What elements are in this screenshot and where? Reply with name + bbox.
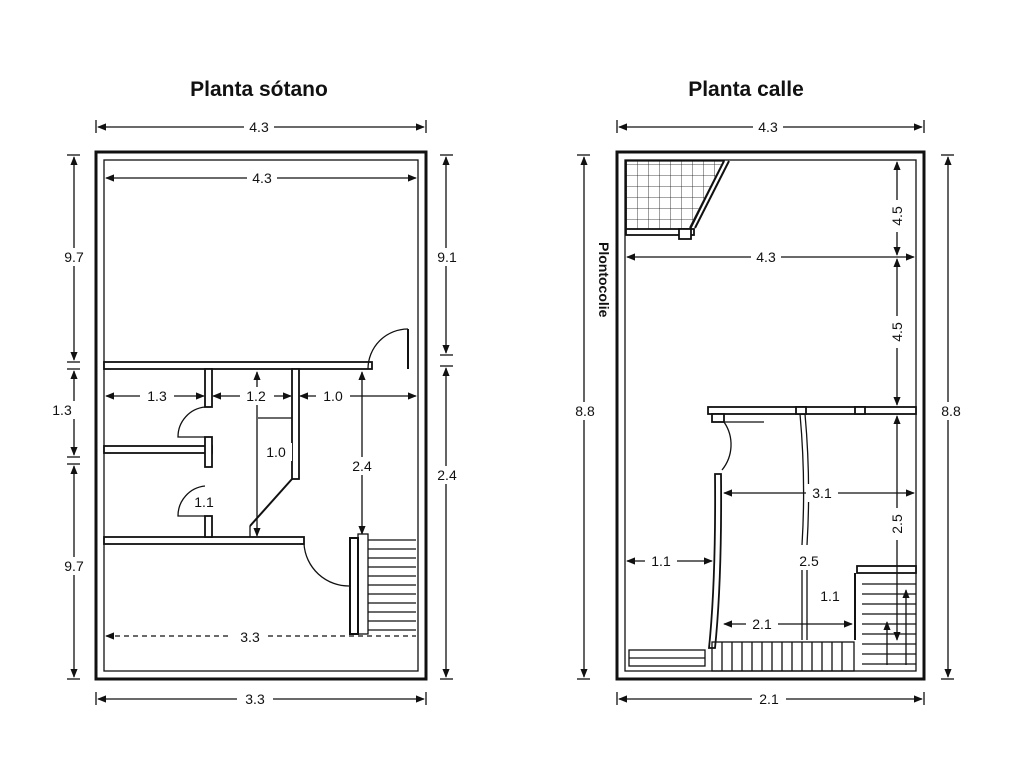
street-stairs [628, 583, 916, 672]
basement-plan: Planta sótano 4.3 4.3 [50, 78, 462, 708]
street-plan: Planta calle 4.3 Plontocolie [568, 78, 968, 708]
basement-stall-height-label: 1.1 [194, 494, 214, 510]
basement-left-lower-label: 9.7 [64, 558, 84, 574]
street-middle-dimensions: 3.1 2.5 1.1 2.5 1.1 2.1 [626, 415, 915, 641]
basement-inner-width-label: 4.3 [252, 170, 272, 186]
basement-corridor-height-label: 2.4 [352, 458, 372, 474]
street-tiled-area [625, 160, 730, 240]
basement-hall-height-label: 1.0 [266, 444, 286, 460]
basement-room-dimensions: 1.3 1.2 1.0 1.0 1.1 2.4 [105, 371, 417, 537]
basement-bottom-width-label: 3.3 [245, 691, 265, 707]
street-right-height-label: 8.8 [941, 403, 961, 419]
basement-left-dimensions: 9.7 1.3 9.7 [50, 154, 89, 680]
basement-outer-wall [94, 150, 428, 681]
basement-stair [349, 533, 416, 635]
basement-dashed-dimension: 3.3 [105, 627, 416, 645]
basement-right-upper-label: 9.1 [437, 249, 457, 265]
basement-dashed-width-label: 3.3 [240, 629, 260, 645]
basement-bottom-width-dimension: 3.3 [95, 690, 427, 708]
basement-partitions [103, 361, 373, 545]
basement-room-c-label: 1.0 [323, 388, 343, 404]
basement-top-width-label: 4.3 [249, 119, 269, 135]
street-stair-height-label: 1.1 [820, 588, 840, 604]
street-left-height-dimension: 8.8 [568, 154, 602, 680]
basement-inner-width-dimension: 4.3 [105, 169, 417, 187]
street-mid-width-label: 3.1 [812, 485, 832, 501]
street-lower-right-label: 2.5 [889, 514, 905, 534]
basement-left-middle-label: 1.3 [52, 402, 72, 418]
street-bottom-width-dimension: 2.1 [616, 690, 925, 708]
street-upper-b-label: 4.5 [889, 322, 905, 342]
street-upper-a-label: 4.5 [889, 206, 905, 226]
street-right-height-dimension: 8.8 [934, 154, 968, 680]
basement-inner-wall [103, 159, 419, 672]
basement-left-upper-label: 9.7 [64, 249, 84, 265]
street-left-height-label: 8.8 [575, 403, 595, 419]
street-title: Planta calle [688, 78, 804, 101]
basement-room-b-label: 1.2 [246, 388, 266, 404]
street-upper-dimensions: 4.5 4.5 [887, 161, 907, 406]
street-top-width-label: 4.3 [758, 119, 778, 135]
street-center-height-label: 2.5 [799, 553, 819, 569]
street-top-width-dimension: 4.3 [616, 117, 925, 135]
basement-right-lower-label: 2.4 [437, 467, 457, 483]
street-bottom-inner-label: 2.1 [752, 616, 772, 632]
street-inner-width-dimension: 4.3 [626, 248, 915, 266]
basement-room-a-label: 1.3 [147, 388, 167, 404]
street-door [721, 421, 764, 471]
street-partitions [707, 406, 917, 649]
basement-top-width-dimension: 4.3 [95, 117, 427, 135]
street-bottom-width-label: 2.1 [759, 691, 779, 707]
basement-title: Planta sótano [190, 78, 328, 101]
basement-right-dimensions: 9.1 2.4 [432, 154, 462, 680]
street-side-label: Plontocolie [596, 242, 612, 318]
street-inner-width-label: 4.3 [756, 249, 776, 265]
street-outer-wall [615, 150, 926, 681]
street-left-width-label: 1.1 [651, 553, 671, 569]
